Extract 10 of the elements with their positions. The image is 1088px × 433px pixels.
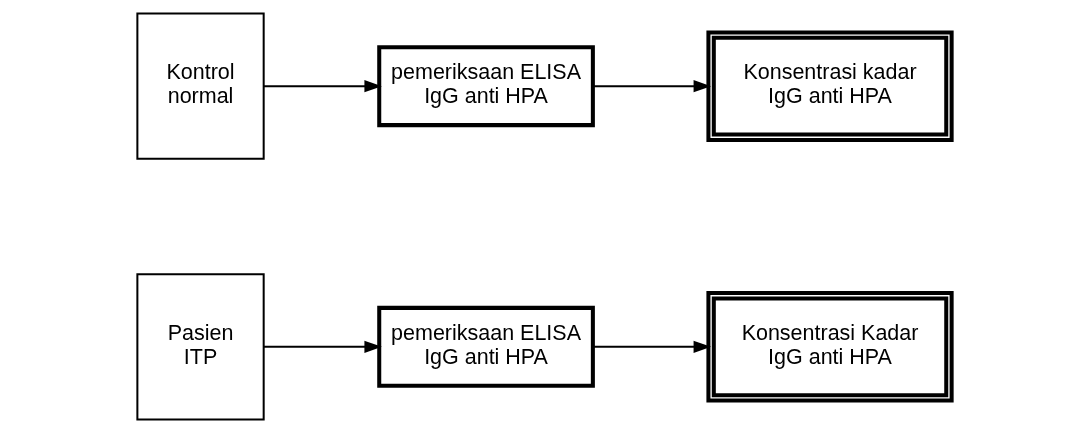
arrow: [263, 80, 382, 93]
arrow: [263, 340, 382, 353]
node-box: pemeriksaan ELISA IgG anti HPA: [376, 45, 595, 128]
arrow: [592, 340, 711, 353]
node-box: Kontrol normal: [135, 12, 265, 160]
arrow: [592, 80, 711, 93]
node-box: Konsentrasi Kadar IgG anti HPA: [705, 291, 954, 403]
node-box: Pasien ITP: [135, 273, 265, 421]
node-box: Konsentrasi kadar IgG anti HPA: [705, 30, 954, 142]
node-box: pemeriksaan ELISA IgG anti HPA: [376, 305, 595, 388]
